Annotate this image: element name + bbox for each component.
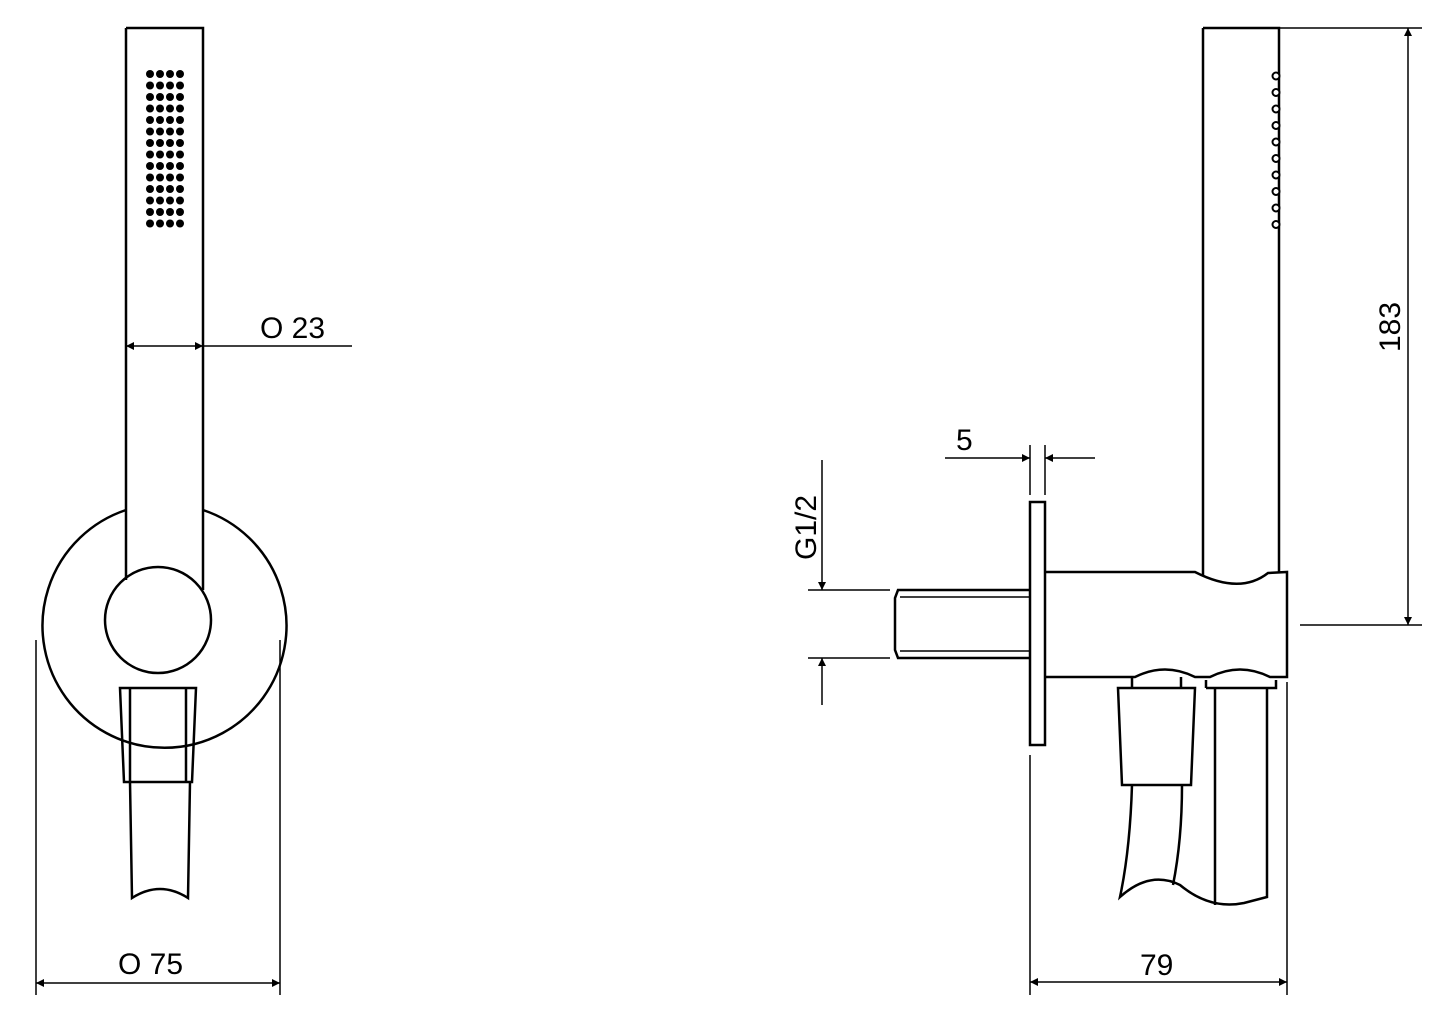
- nozzle-dot: [166, 173, 174, 182]
- nozzle-dot: [176, 127, 184, 136]
- nozzle-dot: [176, 173, 184, 182]
- nozzle-dot: [166, 185, 174, 193]
- nozzle-dot: [166, 162, 174, 170]
- connector-knob: [103, 565, 213, 675]
- front-view: O 23 O 75: [35, 26, 352, 995]
- dimension-thread: G1/2: [790, 460, 890, 705]
- nozzle-dot: [1271, 121, 1281, 130]
- nozzle-dot: [176, 116, 184, 124]
- nozzle-dot: [156, 185, 164, 193]
- hand-shower-body: [124, 26, 205, 590]
- nozzle-dot: [146, 162, 154, 170]
- nozzle-dot: [1271, 187, 1281, 196]
- thread-label: G1/2: [790, 495, 823, 560]
- nozzle-dot: [156, 139, 164, 147]
- nozzle-dot: [146, 127, 154, 136]
- nozzle-dot: [156, 196, 164, 205]
- hose-holder-side: [1116, 677, 1197, 787]
- nozzle-dot: [146, 116, 154, 124]
- nozzle-dot: [166, 219, 174, 228]
- nozzle-dot: [156, 173, 164, 182]
- nozzle-dot: [166, 196, 174, 205]
- nozzle-dot: [156, 208, 164, 216]
- nozzle-dot: [166, 150, 174, 159]
- nozzle-dot: [176, 70, 184, 78]
- dimension-depth: 79: [1029, 682, 1288, 995]
- dimension-height: 183: [1279, 27, 1422, 626]
- hose-pipe-side: [1204, 680, 1278, 905]
- nozzle-dot: [156, 127, 164, 136]
- nozzle-dot: [146, 81, 154, 90]
- wall-plate-side: [1028, 500, 1047, 747]
- plate-diameter-label: O 75: [118, 948, 183, 981]
- nozzle-dot: [176, 93, 184, 101]
- nozzle-dot: [156, 93, 164, 101]
- dimension-handle-diameter: O 23: [126, 312, 352, 350]
- nozzle-dot: [156, 116, 164, 124]
- nozzle-dot: [176, 219, 184, 228]
- nozzle-dot: [166, 208, 174, 216]
- nozzle-dot: [1271, 104, 1281, 114]
- nozzle-dot: [176, 150, 184, 159]
- nozzle-dot: [1271, 88, 1281, 97]
- nozzle-dot: [146, 219, 154, 228]
- nozzle-dot: [166, 127, 174, 136]
- nozzle-dot: [1271, 154, 1281, 163]
- nozzle-dot: [146, 70, 154, 78]
- hand-shower-side: [1201, 26, 1281, 576]
- nozzle-dot: [176, 196, 184, 205]
- depth-label: 79: [1140, 949, 1173, 982]
- nozzle-dot: [166, 104, 174, 113]
- nozzle-row: [1271, 71, 1281, 229]
- hose: [128, 781, 192, 901]
- nozzle-dot: [166, 93, 174, 101]
- plate-thickness-label: 5: [956, 424, 973, 457]
- nozzle-dot: [156, 162, 164, 170]
- nozzle-dot: [156, 104, 164, 113]
- holder-body: [1045, 570, 1289, 679]
- nozzle-dot: [1271, 170, 1281, 180]
- height-label: 183: [1374, 302, 1407, 352]
- nozzle-grid: [146, 70, 184, 228]
- nozzle-dot: [166, 81, 174, 90]
- nozzle-dot: [176, 104, 184, 113]
- nozzle-dot: [1271, 220, 1281, 229]
- nozzle-dot: [176, 162, 184, 170]
- side-view: 5 G1/2 183 79: [790, 26, 1422, 995]
- nozzle-dot: [166, 116, 174, 124]
- nozzle-dot: [156, 219, 164, 228]
- nozzle-dot: [176, 185, 184, 193]
- nozzle-dot: [166, 139, 174, 147]
- nozzle-dot: [176, 208, 184, 216]
- nozzle-dot: [146, 196, 154, 205]
- handle-diameter-label: O 23: [260, 312, 325, 345]
- nozzle-dot: [1271, 71, 1281, 81]
- nozzle-dot: [1271, 203, 1281, 213]
- nozzle-dot: [166, 70, 174, 78]
- nozzle-dot: [146, 104, 154, 113]
- dimension-plate-diameter: O 75: [35, 640, 281, 995]
- nozzle-dot: [156, 81, 164, 90]
- nozzle-dot: [146, 208, 154, 216]
- nozzle-dot: [146, 93, 154, 101]
- nozzle-dot: [146, 139, 154, 147]
- nozzle-dot: [146, 150, 154, 159]
- dimension-plate-thickness: 5: [945, 424, 1095, 495]
- thread-pipe: [893, 588, 1030, 660]
- nozzle-dot: [146, 173, 154, 182]
- nozzle-dot: [156, 150, 164, 159]
- hose-holder: [118, 686, 198, 784]
- hose-side: [1117, 688, 1269, 906]
- nozzle-dot: [1271, 137, 1281, 147]
- nozzle-dot: [176, 81, 184, 90]
- nozzle-dot: [176, 139, 184, 147]
- wall-plate: [41, 508, 288, 749]
- nozzle-dot: [156, 70, 164, 78]
- nozzle-dot: [146, 185, 154, 193]
